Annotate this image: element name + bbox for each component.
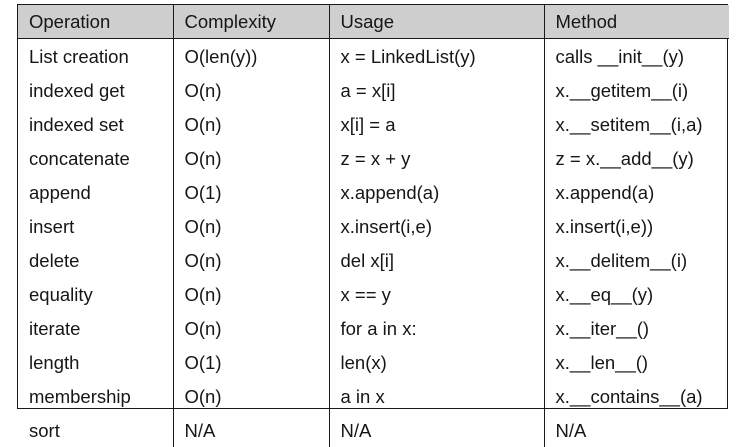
cell-operation: append xyxy=(29,182,91,204)
cell-complexity: O(n) xyxy=(172,277,329,311)
cell-method: x.append(a) xyxy=(543,175,729,209)
table-row: indexed set O(n) x[i] = a x.__setitem__(… xyxy=(18,107,729,141)
cell-method: x.__len__() xyxy=(543,345,729,379)
table-row: insert O(n) x.insert(i,e) x.insert(i,e)) xyxy=(18,209,729,243)
cell-operation: delete xyxy=(29,250,80,272)
table-row: delete O(n) del x[i] x.__delitem__(i) xyxy=(18,243,729,277)
cell-complexity: O(n) xyxy=(172,107,329,141)
cell-complexity: O(n) xyxy=(172,243,329,277)
cell-operation: iterate xyxy=(29,318,81,340)
cell-complexity: O(1) xyxy=(172,345,329,379)
cell-method: z = x.__add__(y) xyxy=(543,141,729,175)
cell-operation: length xyxy=(29,352,80,374)
table-row: List creation O(len(y)) x = LinkedList(y… xyxy=(18,38,729,73)
header-operation: Operation xyxy=(18,5,173,39)
cell-method: x.insert(i,e)) xyxy=(543,209,729,243)
cell-usage: x.append(a) xyxy=(328,175,544,209)
complexity-table: Operation Complexity Usage Method List c… xyxy=(18,5,729,447)
cell-usage: x.insert(i,e) xyxy=(328,209,544,243)
cell-method: x.__iter__() xyxy=(543,311,729,345)
cell-operation: insert xyxy=(29,216,75,238)
table-row: indexed get O(n) a = x[i] x.__getitem__(… xyxy=(18,73,729,107)
cell-operation: concatenate xyxy=(29,148,130,170)
cell-method: x.__setitem__(i,a) xyxy=(543,107,729,141)
table-row: sort N/A N/A N/A xyxy=(18,413,729,447)
cell-complexity: O(len(y)) xyxy=(172,38,329,73)
cell-complexity: O(n) xyxy=(172,73,329,107)
cell-usage: x[i] = a xyxy=(328,107,544,141)
table-row: concatenate O(n) z = x + y z = x.__add__… xyxy=(18,141,729,175)
cell-operation: sort xyxy=(29,420,60,442)
cell-complexity: N/A xyxy=(172,413,329,447)
cell-usage: N/A xyxy=(328,413,544,447)
cell-usage: del x[i] xyxy=(328,243,544,277)
cell-complexity: O(n) xyxy=(172,141,329,175)
cell-method: x.__getitem__(i) xyxy=(543,73,729,107)
operations-table: Operation Complexity Usage Method List c… xyxy=(17,4,729,447)
cell-method: N/A xyxy=(543,413,729,447)
cell-usage: x = LinkedList(y) xyxy=(328,38,544,73)
cell-usage: a = x[i] xyxy=(328,73,544,107)
cell-usage: len(x) xyxy=(328,345,544,379)
header-row: Operation Complexity Usage Method xyxy=(18,5,729,39)
table-row: length O(1) len(x) x.__len__() xyxy=(18,345,729,379)
header-usage: Usage xyxy=(328,5,544,39)
table-row: membership O(n) a in x x.__contains__(a) xyxy=(18,379,729,413)
table-row: append O(1) x.append(a) x.append(a) xyxy=(18,175,729,209)
cell-method: x.__delitem__(i) xyxy=(543,243,729,277)
cell-complexity: O(1) xyxy=(172,175,329,209)
cell-operation: equality xyxy=(29,284,93,306)
header-complexity: Complexity xyxy=(172,5,329,39)
cell-usage: a in x xyxy=(328,379,544,413)
table-row: equality O(n) x == y x.__eq__(y) xyxy=(18,277,729,311)
cell-operation: membership xyxy=(29,386,131,408)
cell-operation: indexed set xyxy=(29,114,124,136)
table-row: iterate O(n) for a in x: x.__iter__() xyxy=(18,311,729,345)
cell-complexity: O(n) xyxy=(172,379,329,413)
cell-complexity: O(n) xyxy=(172,209,329,243)
cell-usage: z = x + y xyxy=(328,141,544,175)
cell-usage: for a in x: xyxy=(328,311,544,345)
cell-operation: List creation xyxy=(29,46,129,68)
cell-method: x.__eq__(y) xyxy=(543,277,729,311)
header-method: Method xyxy=(543,5,729,39)
cell-complexity: O(n) xyxy=(172,311,329,345)
cell-method: calls __init__(y) xyxy=(543,38,729,73)
cell-method: x.__contains__(a) xyxy=(543,379,729,413)
cell-usage: x == y xyxy=(328,277,544,311)
cell-operation: indexed get xyxy=(29,80,125,102)
